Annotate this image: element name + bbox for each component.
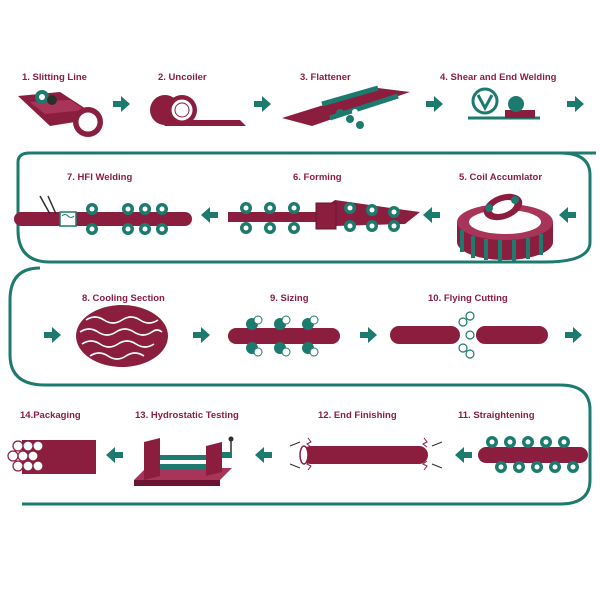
- arrow-icon: [44, 327, 61, 343]
- arrow-icon: [423, 207, 440, 223]
- coil-accumulator-icon: [457, 193, 553, 261]
- step-label-8: 8. Cooling Section: [82, 293, 165, 304]
- step-label-11: 11. Straightening: [458, 410, 535, 421]
- cooling-section-icon: [76, 305, 168, 367]
- arrow-icon: [254, 96, 271, 112]
- step-label-14: 14.Packaging: [20, 410, 81, 421]
- step-label-13: 13. Hydrostatic Testing: [135, 410, 239, 421]
- arrow-icon: [360, 327, 377, 343]
- arrow-icon: [559, 207, 576, 223]
- straightening-icon: [478, 436, 588, 473]
- arrow-icon: [567, 96, 584, 112]
- step-label-3: 3. Flattener: [300, 72, 351, 83]
- step-label-7: 7. HFI Welding: [67, 172, 132, 183]
- packaging-icon: [7, 440, 96, 474]
- step-label-12: 12. End Finishing: [318, 410, 397, 421]
- end-finishing-icon: [289, 437, 443, 471]
- flying-cutting-icon: [390, 311, 548, 359]
- shear-end-welding-icon: [468, 87, 540, 120]
- arrow-icon: [426, 96, 443, 112]
- arrow-icon: [201, 207, 218, 223]
- arrow-icon: [455, 447, 472, 463]
- arrow-icon: [565, 327, 582, 343]
- arrow-icon: [106, 447, 123, 463]
- arrow-icon: [193, 327, 210, 343]
- step-labels: 1. Slitting Line 2. Uncoiler 3. Flattene…: [20, 72, 557, 421]
- slitting-line-icon: [18, 90, 103, 137]
- step-label-9: 9. Sizing: [270, 293, 309, 304]
- hfi-welding-icon: [14, 195, 192, 235]
- step-label-1: 1. Slitting Line: [22, 72, 87, 83]
- flattener-icon: [282, 85, 410, 129]
- arrow-icon: [113, 96, 130, 112]
- flow-connectors: [8, 151, 596, 506]
- step-label-4: 4. Shear and End Welding: [440, 72, 557, 83]
- uncoiler-icon: [150, 95, 246, 126]
- arrow-icon: [255, 447, 272, 463]
- step-label-10: 10. Flying Cutting: [428, 293, 508, 304]
- connector-row1-row2: [16, 151, 596, 264]
- forming-icon: [228, 200, 420, 234]
- step-label-5: 5. Coil Accumlator: [459, 172, 542, 183]
- step-label-6: 6. Forming: [293, 172, 342, 183]
- hydrostatic-testing-icon: [134, 436, 234, 486]
- step-label-2: 2. Uncoiler: [158, 72, 207, 83]
- flow-arrows: [44, 96, 584, 463]
- sizing-icon: [228, 315, 340, 357]
- connector-row2-row3: [8, 266, 592, 506]
